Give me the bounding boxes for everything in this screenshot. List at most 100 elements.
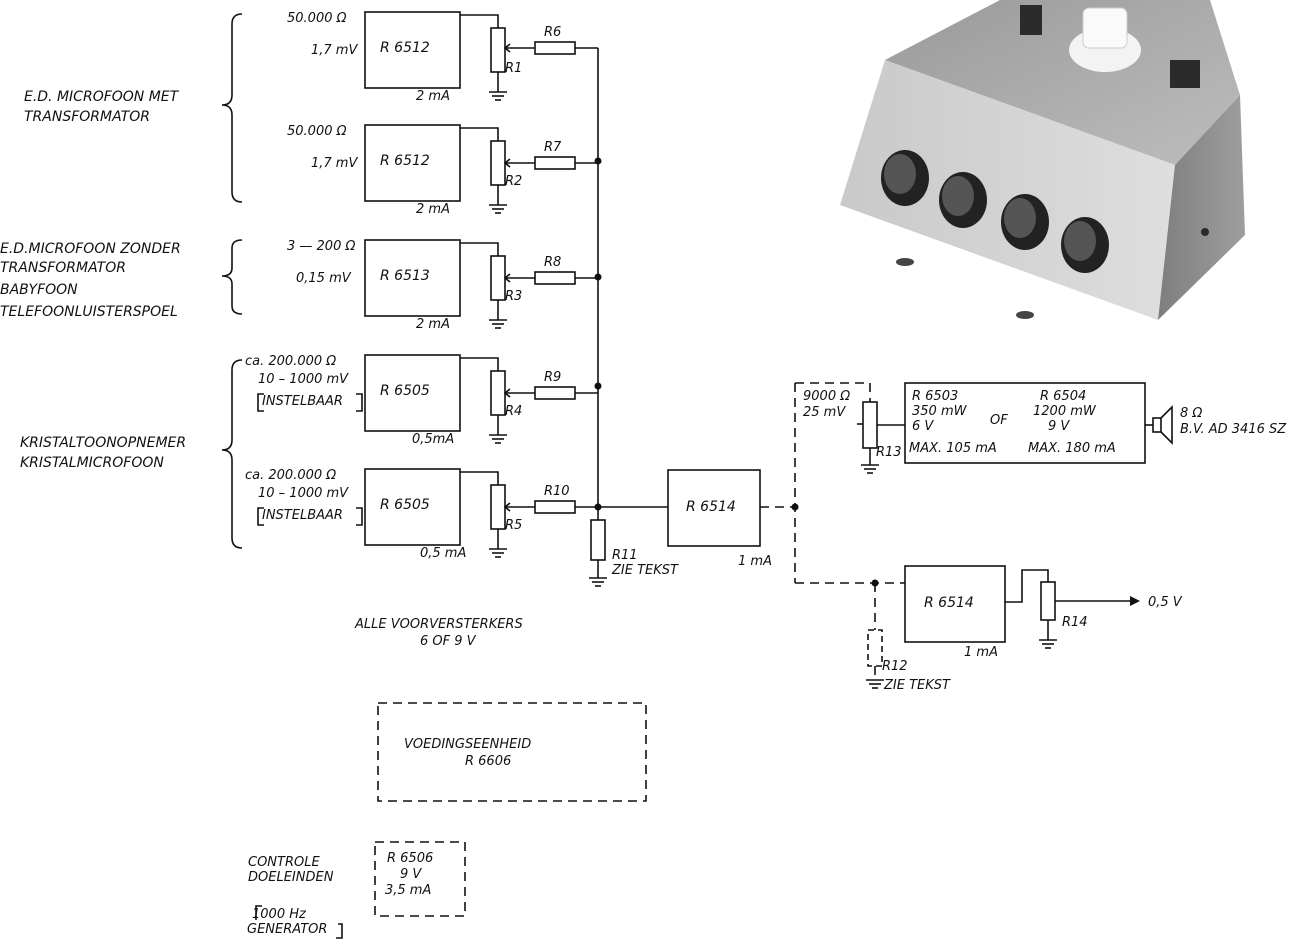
preamp-adjustable: INSTELBAAR	[262, 508, 343, 523]
control-label: CONTROLE	[248, 855, 320, 870]
preamp-adjustable: INSTELBAAR	[262, 394, 343, 409]
wiper-arrow	[503, 388, 511, 398]
r11-label: R11	[612, 548, 638, 563]
mixer-current: 1 mA	[738, 554, 772, 569]
generator-label: 1000 Hz	[252, 907, 307, 922]
preamp-output-wire	[460, 14, 499, 28]
knob-icon	[1061, 217, 1109, 273]
all-preamps-voltage: 6 OF 9 V	[420, 634, 477, 649]
preamp-output-wire	[460, 127, 499, 141]
preamp-output-wire	[460, 357, 499, 371]
resistor-label: R10	[544, 484, 570, 499]
r12-note: ZIE TEKST	[883, 678, 951, 693]
preamp-current: 0,5 mA	[420, 546, 466, 561]
line-out-section: R12 ZIE TEKST R 6514 1 mA R14 0,5 V	[866, 565, 1183, 693]
power-amp-section: 9000 Ω 25 mV R13 R 6503 350 mW 6 V MAX. …	[795, 382, 1287, 474]
power-supply: VOEDINGSEENHEID R 6606	[377, 702, 647, 802]
resistor-label: R6	[544, 25, 561, 40]
series-resistor	[534, 41, 576, 55]
group-ed-mic-no-transformer: E.D.MICROFOON ZONDER TRANSFORMATOR BABYF…	[0, 239, 243, 320]
preamp-impedance: 50.000 Ω	[287, 11, 347, 26]
potentiometer	[490, 140, 506, 186]
knob-icon	[939, 172, 987, 228]
control-box-line: 3,5 mA	[385, 883, 431, 898]
pa-col2-line: R 6504	[1040, 389, 1086, 404]
speaker-type: B.V. AD 3416 SZ	[1180, 422, 1287, 437]
preamp-impedance: ca. 200.000 Ω	[245, 354, 336, 369]
potentiometer	[490, 484, 506, 530]
series-resistor	[534, 500, 576, 514]
r14-label: R14	[1062, 615, 1088, 630]
preamp-box	[364, 468, 461, 546]
pa-col2-line: 1200 mW	[1033, 404, 1097, 419]
preamp-model: R 6512	[380, 40, 430, 56]
psu-title: VOEDINGSEENHEID	[404, 737, 531, 752]
group-label-line: E.D.MICROFOON ZONDER	[0, 241, 181, 257]
group-label-line: TRANSFORMATOR	[0, 260, 126, 276]
preamp-current: 0,5mA	[412, 432, 454, 447]
series-resistor	[534, 156, 576, 170]
pa-col1-line: 350 mW	[912, 404, 968, 419]
line-out-level: 0,5 V	[1148, 595, 1183, 610]
wiper-arrow	[503, 502, 511, 512]
pa-col2-line: MAX. 180 mA	[1028, 441, 1116, 456]
pot-label: R2	[505, 174, 522, 189]
group-label-line: BABYFOON	[0, 282, 78, 298]
preamp-output-wire	[460, 471, 499, 485]
preamp-level: 1,7 mV	[311, 156, 358, 171]
resistor-label: R7	[544, 140, 562, 155]
wiper-arrow	[503, 43, 511, 53]
group-label-line: TRANSFORMATOR	[24, 109, 150, 125]
control-section: CONTROLE DOELEINDEN 1000 Hz GENERATOR R …	[247, 841, 466, 939]
r13-impedance: 9000 Ω	[803, 389, 850, 404]
control-box-line: 9 V	[400, 867, 422, 882]
r13-level: 25 mV	[803, 405, 846, 420]
pot-label: R5	[505, 518, 522, 533]
preamp-impedance: 3 — 200 Ω	[287, 239, 355, 254]
mixing-bus: R11 ZIE TEKST	[589, 48, 679, 587]
preamp-model: R 6505	[380, 383, 430, 399]
group-ed-mic-transformer: E.D. MICROFOON MET TRANSFORMATOR	[24, 13, 243, 203]
device-photo	[840, 0, 1245, 320]
preamp-model: R 6513	[380, 268, 430, 284]
preamp-model: R 6512	[380, 153, 430, 169]
pa-col1-line: MAX. 105 mA	[909, 441, 997, 456]
potentiometer	[490, 255, 506, 301]
r12-label: R12	[882, 659, 908, 674]
control-box-line: R 6506	[387, 851, 433, 866]
wiper-arrow	[503, 158, 511, 168]
knob-icon	[1001, 194, 1049, 250]
preamp-current: 2 mA	[416, 202, 450, 217]
line-amp-model: R 6514	[924, 595, 974, 611]
mixer-amplifier: R 6514 1 mA	[667, 383, 905, 587]
pa-col2-line: 9 V	[1048, 419, 1070, 434]
generator-label: GENERATOR	[247, 922, 327, 937]
r11-note: ZIE TEKST	[611, 563, 679, 578]
resistor-label: R8	[544, 255, 561, 270]
preamp-model: R 6505	[380, 497, 430, 513]
line-amp-current: 1 mA	[964, 645, 998, 660]
preamp-box	[364, 11, 461, 89]
wiper-arrow	[503, 273, 511, 283]
mixer-model: R 6514	[686, 499, 736, 515]
pa-col1-line: 6 V	[912, 419, 934, 434]
pa-or: OF	[990, 413, 1008, 428]
preamp-impedance: 50.000 Ω	[287, 124, 347, 139]
group-label-line: KRISTALTOONOPNEMER	[20, 435, 186, 451]
group-crystal: KRISTALTOONOPNEMER KRISTALMICROFOON	[20, 359, 243, 549]
r13-label: R13	[876, 445, 902, 460]
pot-label: R1	[505, 61, 522, 76]
preamp-current: 2 mA	[416, 89, 450, 104]
series-resistor	[534, 271, 576, 285]
potentiometer	[490, 370, 506, 416]
pot-label: R4	[505, 404, 522, 419]
preamp-output-wire	[460, 242, 499, 256]
preamp-box	[364, 124, 461, 202]
group-label-line: TELEFOONLUISTERSPOEL	[0, 304, 178, 320]
knob-icon	[881, 150, 929, 206]
control-label: DOELEINDEN	[248, 870, 334, 885]
speaker-impedance: 8 Ω	[1180, 406, 1202, 421]
psu-model: R 6606	[465, 754, 511, 769]
preamp-impedance: ca. 200.000 Ω	[245, 468, 336, 483]
